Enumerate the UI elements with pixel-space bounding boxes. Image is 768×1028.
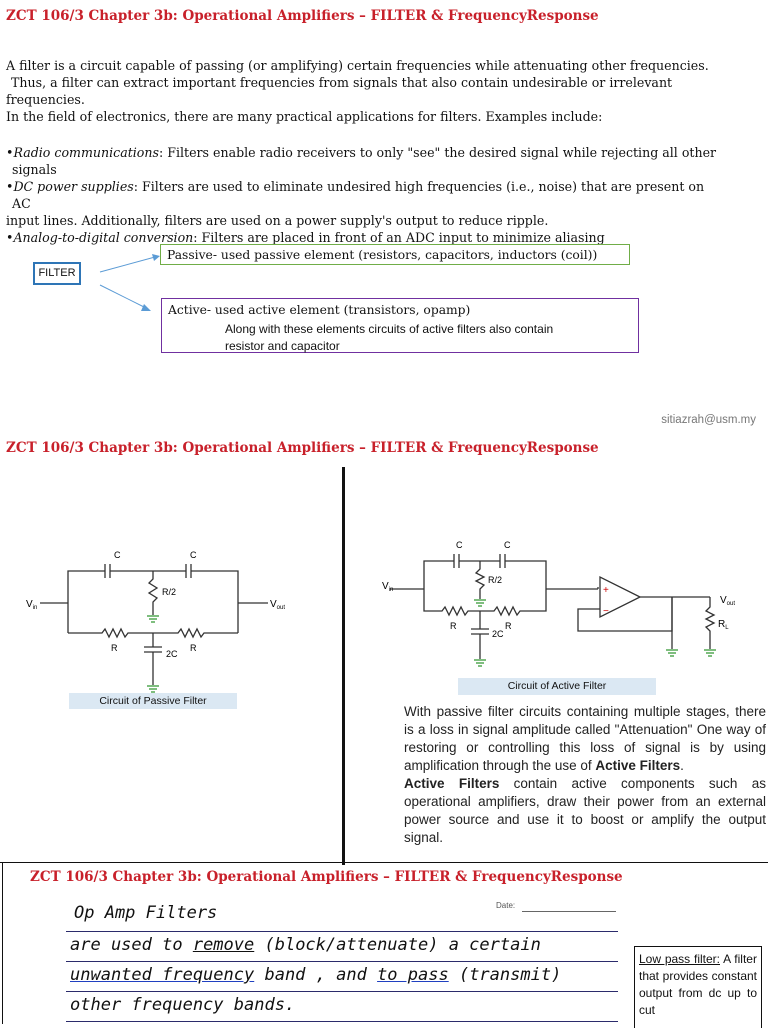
hand-3a: unwanted frequency — [70, 965, 255, 985]
passive-c1-label: C — [114, 550, 121, 560]
para-2-text: contain active components such as operat… — [404, 776, 766, 845]
active-vout-label: Vout — [720, 595, 735, 607]
passive-r1-label: R — [111, 643, 118, 653]
hand-3d: (transmit) — [448, 965, 562, 985]
ruled-line-1 — [66, 931, 618, 932]
active-filter-circuit: C C R/2 R R 2C + − Vin Vout RL — [382, 540, 735, 667]
active-vin-label: Vin — [382, 581, 393, 593]
passive-vin-label: Vin — [26, 599, 37, 611]
active-2c-label: 2C — [492, 629, 504, 639]
bullet-radio-term: Radio communications — [13, 145, 159, 160]
description-para-2: Active Filters contain active components… — [404, 775, 766, 847]
active-caption: Circuit of Active Filter — [458, 678, 656, 695]
para-1-bold: Active Filters — [595, 758, 681, 773]
hand-2a: are used to — [70, 935, 193, 955]
lowpass-term: Low pass filter: — [639, 952, 720, 966]
passive-vout-label: Vout — [270, 599, 285, 611]
applications-list: •Radio communications: Filters enable ra… — [6, 144, 762, 246]
para-1-text: With passive filter circuits containing … — [404, 704, 766, 773]
slide-3-title: ZCT 106/3 Chapter 3b: Operational Amplif… — [30, 869, 623, 885]
bullet-adc-text: : Filters are placed in front of an ADC … — [193, 230, 605, 245]
hand-line-4: other frequency bands. — [70, 995, 296, 1015]
passive-c2-label: C — [190, 550, 197, 560]
passive-2c-label: 2C — [166, 649, 178, 659]
slide-2-title: ZCT 106/3 Chapter 3b: Operational Amplif… — [6, 440, 599, 456]
active-c2-label: C — [504, 540, 511, 550]
date-label: Date: — [496, 901, 516, 910]
hand-line-1: Op Amp Filters — [74, 903, 218, 923]
bullet-dc-term: DC power supplies — [13, 179, 134, 194]
active-note-1: Along with these elements circuits of ac… — [225, 322, 554, 336]
passive-caption: Circuit of Passive Filter — [69, 693, 237, 709]
hand-2b: remove — [192, 935, 255, 955]
bullet-dc-cont2: input lines. Additionally, filters are u… — [6, 213, 549, 228]
filter-arrows — [99, 254, 160, 311]
para-1-end: . — [680, 758, 684, 773]
bullet-radio-text: : Filters enable radio receivers to only… — [158, 145, 717, 160]
active-r3-label: R — [505, 621, 512, 631]
slide-2-divider — [342, 467, 345, 865]
bullet-adc: •Analog-to-digital conversion: Filters a… — [6, 230, 605, 245]
passive-r2-label: R/2 — [162, 587, 176, 597]
bullet-adc-term: Analog-to-digital conversion — [13, 230, 194, 245]
arrow-active — [99, 284, 147, 309]
passive-r3-label: R — [190, 643, 197, 653]
hand-2c: (block/attenuate) a certain — [254, 935, 541, 955]
bullet-radio-cont: signals — [12, 162, 57, 177]
arrow-active-head — [141, 304, 151, 311]
intro-line-4: In the field of electronics, there are m… — [6, 109, 603, 124]
arrow-passive-head — [152, 254, 160, 261]
active-r2-label: R/2 — [488, 575, 502, 585]
intro-line-2: Thus, a filter can extract important fre… — [11, 75, 673, 90]
bullet-dc-text: : Filters are used to eliminate undesire… — [133, 179, 705, 194]
passive-box: Passive- used passive element (resistors… — [160, 244, 630, 265]
intro-paragraph: A filter is a circuit capable of passing… — [6, 57, 762, 125]
arrow-passive — [99, 256, 156, 273]
bullet-dc-cont: AC — [12, 196, 31, 211]
hand-3b: band , and — [254, 965, 378, 985]
opamp-minus-label: − — [603, 606, 609, 617]
ruled-line-2 — [66, 961, 618, 962]
intro-line-3: frequencies. — [6, 92, 85, 107]
intro-line-1: A filter is a circuit capable of passing… — [6, 58, 709, 73]
date-line — [522, 911, 616, 912]
lowpass-definition-box: Low pass filter: A filter that provides … — [634, 946, 762, 1028]
active-filter-description: With passive filter circuits containing … — [404, 703, 766, 847]
active-r1-label: R — [450, 621, 457, 631]
active-rl-label: RL — [718, 619, 729, 631]
active-text: Active- used active element (transistors… — [168, 303, 471, 317]
hand-3c: to pass — [377, 965, 449, 985]
ruled-line-4 — [66, 1021, 618, 1022]
opamp-plus-label: + — [603, 585, 609, 596]
handwritten-notes: Date: Op Amp Filters are used to remove … — [66, 895, 618, 1024]
para-2-bold: Active Filters — [404, 776, 500, 791]
active-box: Active- used active element (transistors… — [161, 298, 639, 353]
slide-3-left-rule — [2, 862, 3, 1024]
slide-3-top-rule — [0, 862, 768, 863]
hand-line-3: unwanted frequency band , and to pass (t… — [70, 965, 561, 985]
slide-1-title: ZCT 106/3 Chapter 3b: Operational Amplif… — [6, 8, 599, 24]
active-note-2: resistor and capacitor — [225, 339, 340, 353]
author-email: sitiazrah@usm.my — [661, 414, 756, 426]
passive-filter-circuit: C C R/2 R R 2C Vin Vout — [26, 550, 285, 693]
ruled-line-3 — [66, 991, 618, 992]
bullet-dc: •DC power supplies: Filters are used to … — [6, 179, 705, 194]
active-c1-label: C — [456, 540, 463, 550]
filter-box: FILTER — [33, 262, 81, 285]
hand-line-2: are used to remove (block/attenuate) a c… — [70, 935, 541, 955]
lowpass-text: A filter that provides constant output f… — [639, 952, 757, 1017]
bullet-radio: •Radio communications: Filters enable ra… — [6, 145, 717, 160]
description-para-1: With passive filter circuits containing … — [404, 703, 766, 775]
